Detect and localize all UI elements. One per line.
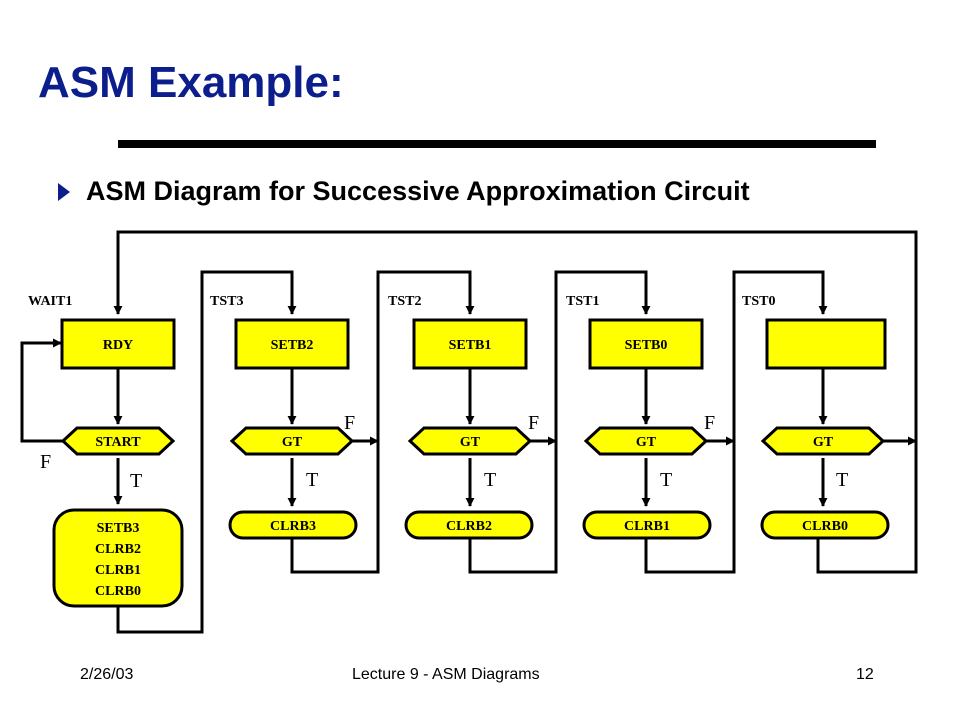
state-box-tst0 <box>765 318 887 370</box>
decision-gt-tst0-label: GT <box>813 435 834 450</box>
cond-output-clrb1 <box>582 510 712 540</box>
state-output-setb2: SETB2 <box>271 338 314 353</box>
wait1-to-tst3-line <box>116 270 297 634</box>
state-box-tst1 <box>588 318 704 370</box>
connection-lines <box>20 230 918 634</box>
branch-false-tst3: F <box>344 412 355 434</box>
decision-gt-tst2-label: GT <box>460 435 481 450</box>
state-name-tst1: TST1 <box>566 294 599 309</box>
decision-gt-tst1 <box>583 426 709 456</box>
state-output-setb1: SETB1 <box>449 338 492 353</box>
state-box-tst3 <box>234 318 350 370</box>
decision-gt-tst0 <box>760 426 886 456</box>
branch-true-wait: T <box>130 470 142 492</box>
tst1-to-tst0-line <box>644 270 828 574</box>
branch-true-tst2: T <box>484 469 496 491</box>
branch-false-tst2: F <box>528 412 539 434</box>
state-box-tst2 <box>412 318 528 370</box>
decision-gt-tst3-label: GT <box>282 435 303 450</box>
branch-false-tst1: F <box>704 412 715 434</box>
cond-output-wait1 <box>52 508 184 608</box>
branch-false-wait: F <box>40 451 51 473</box>
decision-gt-tst2 <box>407 426 533 456</box>
cond-output-clrb0-label: CLRB0 <box>802 519 848 534</box>
footer-date: 2/26/03 <box>80 666 134 683</box>
state-name-wait1: WAIT1 <box>28 294 72 309</box>
cond-output-clrb2-label: CLRB2 <box>446 519 492 534</box>
state-box-wait1 <box>60 318 176 370</box>
cond-output-clrb3-label: CLRB3 <box>270 519 316 534</box>
cond-output-setb3-line: SETB3 <box>97 521 140 536</box>
branch-true-tst0: T <box>836 469 848 491</box>
decision-start-label: START <box>95 435 141 450</box>
wait-loop-arrow <box>20 338 63 443</box>
footer-lecture: Lecture 9 - ASM Diagrams <box>352 666 540 683</box>
tst2-to-tst1-line <box>468 270 651 574</box>
state-output-rdy: RDY <box>103 338 133 353</box>
cond-output-clrb0 <box>760 510 890 540</box>
cond-output-clrb2-line: CLRB2 <box>95 542 141 557</box>
state-output-setb0: SETB0 <box>625 338 668 353</box>
bullet-arrow-icon <box>58 182 70 201</box>
cond-output-clrb3 <box>228 510 358 540</box>
cond-output-clrb1-line: CLRB1 <box>95 563 141 578</box>
state-name-tst3: TST3 <box>210 294 243 309</box>
footer-page-number: 12 <box>856 666 874 683</box>
cond-output-clrb2 <box>404 510 534 540</box>
branch-true-tst3: T <box>306 469 318 491</box>
cond-output-clrb1-label: CLRB1 <box>624 519 670 534</box>
loop-back-line <box>116 230 918 574</box>
decision-gt-tst3 <box>229 426 355 456</box>
slide-subtitle: ASM Diagram for Successive Approximation… <box>58 176 750 207</box>
branch-true-tst1: T <box>660 469 672 491</box>
decision-start <box>60 426 176 456</box>
state-name-tst0: TST0 <box>742 294 775 309</box>
decision-gt-tst1-label: GT <box>636 435 657 450</box>
tst3-to-tst2-line <box>290 270 475 574</box>
slide-title: ASM Example: <box>38 58 344 107</box>
state-name-tst2: TST2 <box>388 294 421 309</box>
cond-output-clrb0-line: CLRB0 <box>95 584 141 599</box>
subtitle-text: ASM Diagram for Successive Approximation… <box>86 176 750 206</box>
title-rule <box>118 140 876 148</box>
